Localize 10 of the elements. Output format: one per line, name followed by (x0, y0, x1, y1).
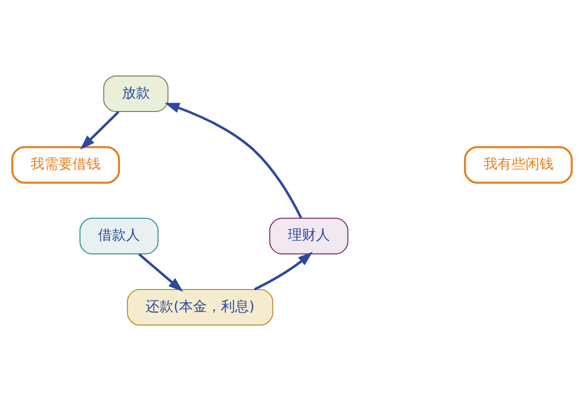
node-box: 理财人 (269, 217, 348, 254)
node-box: 借款人 (79, 217, 159, 254)
arrow (254, 251, 313, 290)
node-box: 我需要借钱 (11, 146, 120, 184)
node-box: 我有些闲钱 (464, 146, 573, 184)
arrow (138, 252, 184, 292)
node-box: 放款 (103, 74, 168, 112)
arrow (80, 110, 120, 150)
arrow (164, 102, 302, 218)
node-box: 还款(本金，利息) (126, 288, 274, 326)
